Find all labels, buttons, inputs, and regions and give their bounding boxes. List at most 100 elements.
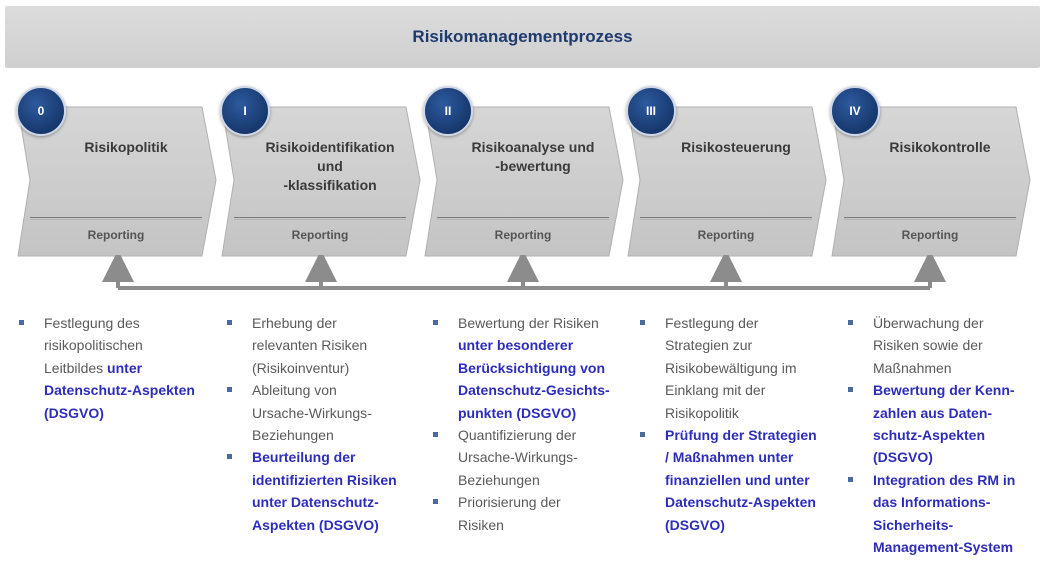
- stage-divider: [640, 217, 812, 220]
- stage-number-badge: 0: [16, 86, 66, 136]
- list-item-line: / Maßnahmen unter: [665, 446, 829, 468]
- text-segment: Beurteilung der: [252, 449, 356, 466]
- stage-divider: [30, 217, 202, 220]
- text-segment: Risiken: [458, 516, 504, 533]
- text-segment: (DSGVO): [44, 404, 104, 421]
- stage-number-badge: II: [423, 86, 473, 136]
- text-segment: Einklang mit der: [665, 382, 766, 399]
- list-item-line: Ursache-Wirkungs-: [252, 402, 416, 424]
- list-item-line: Priorisierung der: [458, 491, 622, 513]
- chevron-shape: [221, 106, 421, 257]
- list-item-line: Risiken: [458, 514, 622, 536]
- stage-reporting-label: Reporting: [87, 228, 145, 242]
- text-segment: Management-System: [873, 539, 1014, 556]
- text-segment: (DSGVO): [665, 516, 725, 533]
- text-segment: identifizierten Risiken: [252, 471, 397, 488]
- stage-title-line: -bewertung: [495, 158, 571, 174]
- text-segment: Sicherheits-: [873, 516, 954, 533]
- text-segment: Leitbildes: [44, 359, 108, 376]
- list-item-line: Aspekten (DSGVO): [252, 514, 416, 536]
- list-item-line: Datenschutz-Gesichts-: [458, 379, 622, 401]
- list-item-line: das Informations-: [873, 491, 1037, 513]
- list-item-line: Berücksichtigung von: [458, 357, 622, 379]
- list-item-line: Prüfung der Strategien: [665, 424, 829, 446]
- list-item-line: Beziehungen: [252, 424, 416, 446]
- text-segment: Risikopolitik: [665, 404, 739, 421]
- list-item-line: Management-System: [873, 536, 1037, 558]
- stage-divider: [234, 217, 406, 220]
- text-segment: (Risikoinventur): [252, 359, 350, 376]
- text-segment: Datenschutz-Aspekten: [665, 494, 816, 511]
- list-item: Bewertung der Kenn-zahlen aus Daten-schu…: [845, 379, 1037, 469]
- stage-title-line: Risikoanalyse und: [471, 139, 595, 155]
- list-item-line: punkten (DSGVO): [458, 402, 622, 424]
- text-segment: (DSGVO): [873, 449, 933, 466]
- text-segment: das Informations-: [873, 494, 991, 511]
- text-segment: Ursache-Wirkungs-: [458, 449, 578, 466]
- list-item-line: zahlen aus Daten-: [873, 402, 1037, 424]
- text-segment: / Maßnahmen unter: [665, 449, 794, 466]
- list-item-line: Überwachung der: [873, 312, 1037, 334]
- stage-title: Risikokontrolle: [860, 138, 1020, 157]
- list-item-line: Bewertung der Kenn-: [873, 379, 1037, 401]
- stage-title-line: Risikopolitik: [84, 139, 168, 155]
- stage-divider: [437, 217, 609, 220]
- text-segment: Ableitung von: [252, 382, 337, 399]
- text-segment: Maßnahmen: [873, 359, 952, 376]
- text-segment: Berücksichtigung von: [458, 359, 606, 376]
- text-segment: Aspekten (DSGVO): [252, 516, 379, 533]
- list-item-line: Sicherheits-: [873, 514, 1037, 536]
- list-item-line: Festlegung des: [44, 312, 208, 334]
- stage-title-line: und: [317, 158, 343, 174]
- list-item-line: unter Datenschutz-: [252, 491, 416, 513]
- list-item-line: Risikopolitik: [665, 402, 829, 424]
- chevron-shape: [831, 106, 1031, 257]
- list-item-line: Bewertung der Risiken: [458, 312, 622, 334]
- list-item-line: Risikobewältigung im: [665, 357, 829, 379]
- stage-title: Risikosteuerung: [656, 138, 816, 157]
- stage-number-badge: IV: [830, 86, 880, 136]
- text-segment: Bewertung der Risiken: [458, 315, 599, 331]
- list-item-line: Datenschutz-Aspekten: [665, 491, 829, 513]
- stage-title-line: -klassifikation: [283, 177, 377, 193]
- stage-title: Risikopolitik: [46, 138, 206, 157]
- list-item-line: relevanten Risiken: [252, 334, 416, 356]
- text-segment: unter besonderer: [458, 337, 574, 354]
- text-segment: Beziehungen: [252, 427, 334, 444]
- text-segment: Risiken sowie der: [873, 337, 983, 354]
- list-item-line: Maßnahmen: [873, 357, 1037, 379]
- list-item-line: Datenschutz-Aspekten: [44, 379, 208, 401]
- text-segment: Strategien zur: [665, 337, 753, 354]
- list-item-line: Ableitung von: [252, 379, 416, 401]
- list-item-line: unter besonderer: [458, 334, 622, 356]
- text-segment: Überwachung der: [873, 315, 984, 331]
- text-segment: Bewertung der Kenn-: [873, 382, 1015, 399]
- text-segment: unter Datenschutz-: [252, 494, 379, 511]
- stage-title-line: Risikokontrolle: [889, 139, 991, 155]
- text-segment: unter: [107, 359, 143, 376]
- list-item-line: risikopolitischen: [44, 334, 208, 356]
- text-segment: Quantifizierung der: [458, 427, 577, 444]
- text-segment: Risikobewältigung im: [665, 359, 797, 376]
- list-item-line: (DSGVO): [665, 514, 829, 536]
- text-segment: Festlegung der: [665, 315, 759, 331]
- list-item-line: (Risikoinventur): [252, 357, 416, 379]
- list-item-line: Beurteilung der: [252, 446, 416, 468]
- text-segment: Beziehungen: [458, 471, 540, 488]
- stage-reporting-label: Reporting: [291, 228, 349, 242]
- list-item: Beurteilung der identifizierten Risiken un…: [224, 446, 416, 536]
- chevron-shape: [627, 106, 827, 257]
